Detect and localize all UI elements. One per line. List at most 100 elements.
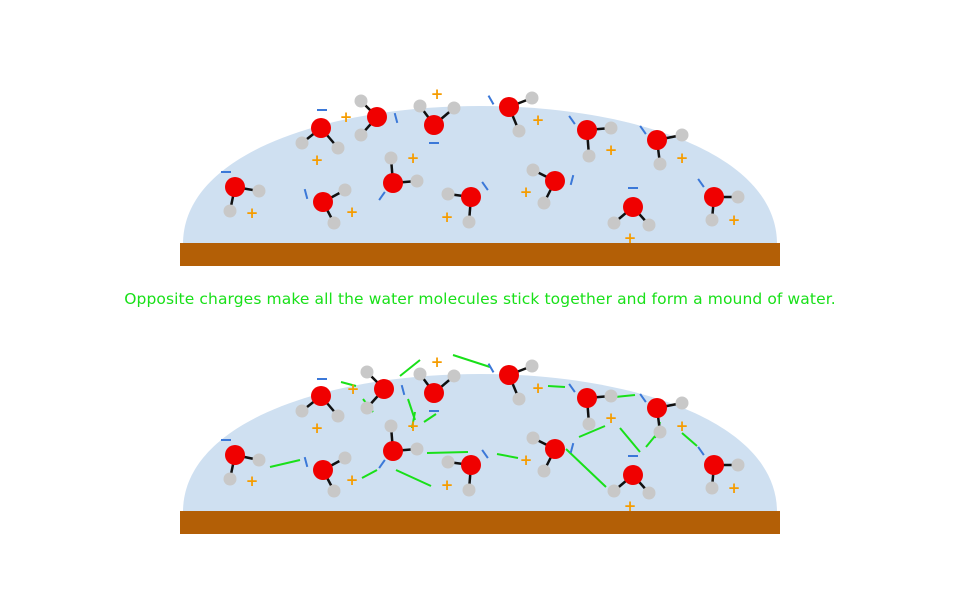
water-mound [183, 374, 777, 512]
hydrogen-atom [354, 94, 368, 108]
hydrogen-atom [537, 464, 551, 478]
water-molecule: + [221, 439, 266, 490]
hydrogen-atom [252, 453, 266, 467]
water-molecule: + [568, 115, 618, 163]
positive-charge-label: + [346, 203, 359, 221]
hydrogen-bond [361, 469, 378, 479]
water-mound [183, 106, 777, 244]
oxygen-atom [623, 465, 643, 485]
hydrogen-atom [223, 204, 237, 218]
hydrogen-atom [295, 404, 309, 418]
hydrogen-atom [413, 367, 427, 381]
hydrogen-atom [642, 486, 656, 500]
positive-charge-label: + [676, 417, 689, 435]
oxygen-atom [311, 118, 331, 138]
positive-charge-label: + [676, 149, 689, 167]
negative-charge-mark [481, 449, 489, 459]
water-molecule: + [295, 378, 345, 437]
hydrogen-atom [410, 174, 424, 188]
oxygen-atom [577, 388, 597, 408]
hydrogen-atom [731, 458, 745, 472]
hydrogen-atom [462, 483, 476, 497]
negative-charge-mark [568, 115, 576, 125]
negative-charge-mark [303, 456, 309, 468]
hydrogen-atom [653, 157, 667, 171]
hydrogen-atom [525, 91, 539, 105]
negative-charge-mark [697, 446, 705, 456]
oxygen-atom [374, 379, 394, 399]
hydrogen-atom [653, 425, 667, 439]
water-molecule: + [607, 455, 656, 515]
oxygen-atom [367, 107, 387, 127]
hydrogen-atom [731, 190, 745, 204]
hydrogen-bond [269, 459, 301, 468]
hydrogen-bond [395, 469, 432, 487]
negative-charge-mark [568, 383, 576, 393]
positive-charge-label: + [346, 471, 359, 489]
hydrogen-atom [526, 431, 540, 445]
hydrogen-atom [327, 216, 341, 230]
water-molecule: + [303, 183, 359, 230]
positive-charge-label: + [624, 229, 637, 247]
hydrogen-atom [526, 163, 540, 177]
water-molecule: + [487, 91, 544, 138]
negative-charge-mark [569, 174, 575, 186]
negative-charge-mark [378, 459, 386, 469]
negative-charge-mark [303, 188, 309, 200]
oxygen-atom [647, 398, 667, 418]
hydrogen-bond [399, 359, 421, 377]
hydrogen-atom [525, 359, 539, 373]
negative-charge-mark [697, 178, 705, 188]
oxygen-atom [461, 187, 481, 207]
positive-charge-label: + [520, 183, 533, 201]
hydrogen-atom [512, 124, 526, 138]
water-molecule: + [441, 449, 489, 497]
negative-charge-mark [378, 191, 386, 201]
hydrogen-atom [604, 389, 618, 403]
negative-charge-mark [481, 181, 489, 191]
hydrogen-atom [441, 187, 455, 201]
hydrogen-atom [512, 392, 526, 406]
positive-charge-label: + [311, 419, 324, 437]
hydrogen-atom [607, 484, 621, 498]
negative-charge-mark [569, 442, 575, 454]
positive-charge-label: + [431, 85, 444, 103]
water-molecule: + [520, 431, 575, 478]
positive-charge-label: + [347, 380, 360, 398]
caption: Opposite charges make all the water mole… [124, 290, 836, 308]
positive-charge-label: + [532, 379, 545, 397]
molecules: +++++++++++++ [221, 85, 745, 247]
hydrogen-bond [565, 448, 607, 488]
hydrogen-bond [619, 427, 641, 453]
water-molecule: + [639, 393, 689, 439]
oxygen-atom [383, 441, 403, 461]
hydrogen-atom [447, 369, 461, 383]
water-molecule: + [347, 365, 406, 415]
negative-charge-mark [487, 95, 495, 105]
negative-charge-mark [639, 125, 647, 135]
negative-charge-mark [639, 393, 647, 403]
hydrogen-atom [360, 401, 374, 415]
oxygen-atom [424, 115, 444, 135]
hydrogen-atom [675, 128, 689, 142]
hydrogen-bond [547, 385, 566, 388]
hydrogen-atom [360, 365, 374, 379]
oxygen-atom [623, 197, 643, 217]
negative-charge-mark [400, 384, 406, 396]
hydrogen-bond [426, 451, 469, 454]
oxygen-atom [311, 386, 331, 406]
water-molecule: + [697, 178, 745, 229]
water-molecule: + [639, 125, 689, 171]
positive-charge-label: + [311, 151, 324, 169]
hydrogen-bond [340, 381, 357, 387]
hydrogen-atom [447, 101, 461, 115]
hydrogen-atom [705, 213, 719, 227]
water-molecule: + [303, 451, 359, 498]
positive-charge-label: + [520, 451, 533, 469]
hydrogen-bond [411, 411, 416, 429]
positive-charge-label: + [246, 472, 259, 490]
positive-charge-label: + [728, 211, 741, 229]
hydrogen-atom [327, 484, 341, 498]
water-molecule: + [378, 417, 424, 469]
